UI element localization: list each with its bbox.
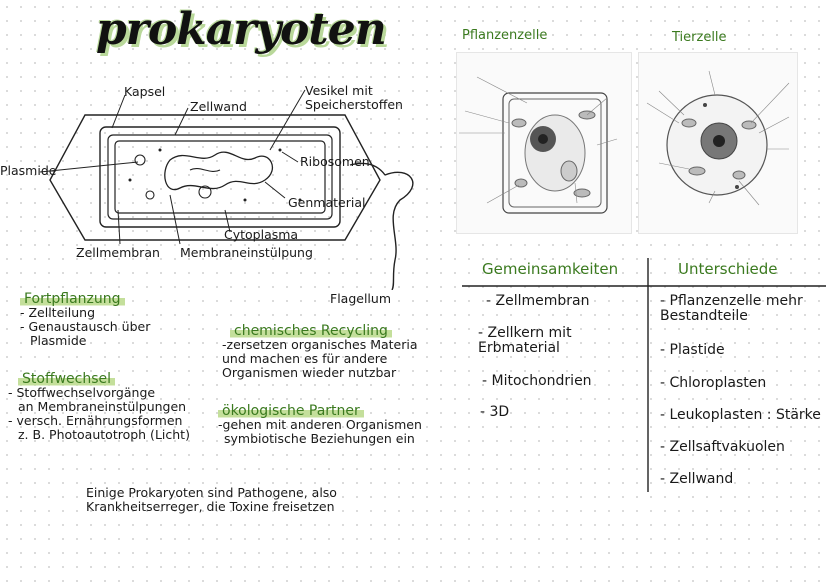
label-flagellum: Flagellum	[330, 291, 391, 306]
section-pathogen: Einige Prokaryoten sind Pathogene, also …	[86, 486, 337, 514]
header-unterschiede: Unterschiede	[678, 260, 778, 278]
animal-cell-title: Tierzelle	[672, 30, 727, 45]
note-line: symbiotische Beziehungen ein	[224, 431, 415, 446]
note-line: -zersetzen organisches Materia	[222, 337, 418, 352]
note-line: Plasmide	[30, 333, 87, 348]
difference-item: - Zellwand	[660, 471, 734, 487]
common-item: - Zellmembran	[486, 293, 590, 309]
label-zellmembran: Zellmembran	[76, 245, 160, 260]
cell-wall-shape	[99, 126, 341, 228]
note-line: -gehen mit anderen Organismen	[218, 417, 422, 432]
note-line: Einige Prokaryoten sind Pathogene, also	[86, 485, 337, 500]
capsule-shape	[49, 114, 381, 241]
note-line: Organismen wieder nutzbar	[222, 365, 397, 380]
difference-item: - Leukoplasten : Stärke	[660, 407, 821, 423]
animal-cell-image	[638, 52, 798, 234]
section-stoffwechsel: Stoffwechsel - Stoffwechselvorgänge an M…	[8, 371, 190, 442]
common-item: - Zellkern mit Erbmaterial	[478, 325, 572, 356]
header-gemeinsamkeiten: Gemeinsamkeiten	[482, 260, 619, 278]
label-kapsel: Kapsel	[124, 84, 166, 99]
label-zellwand: Zellwand	[190, 99, 247, 114]
note-line: - versch. Ernährungsformen	[8, 413, 183, 428]
difference-item: - Chloroplasten	[660, 375, 767, 391]
cell-membrane-shape	[114, 140, 326, 214]
genmaterial-shape	[164, 151, 274, 191]
plasmid-shape	[134, 154, 146, 166]
section-partner: ökologische Partner -gehen mit anderen O…	[218, 403, 422, 446]
difference-item: - Pflanzenzelle mehr Bestandteile	[660, 293, 803, 324]
note-line: - Genaustausch über	[20, 319, 151, 334]
plant-cell-image	[456, 52, 632, 234]
label-membraneinstuelpung: Membraneinstülpung	[180, 245, 313, 260]
difference-item: - Plastide	[660, 342, 725, 358]
heading-partner: ökologische Partner	[218, 403, 364, 419]
label-ribosomen: Ribosomen	[300, 154, 370, 169]
page-title: prokaryoten	[96, 4, 387, 55]
section-fortpflanzung: Fortpflanzung - Zellteilung - Genaustaus…	[20, 291, 151, 348]
note-line: - Zellteilung	[20, 305, 95, 320]
plant-cell-title: Pflanzenzelle	[462, 28, 548, 43]
heading-stoffwechsel: Stoffwechsel	[18, 371, 116, 387]
label-cytoplasma: Cytoplasma	[224, 227, 299, 242]
section-recycling: chemisches Recycling -zersetzen organisc…	[222, 323, 418, 380]
note-line: Krankheitserreger, die Toxine freisetzen	[86, 499, 335, 514]
label-genmaterial: Genmaterial	[288, 195, 366, 210]
prokaryote-diagram	[39, 89, 414, 290]
difference-item: - Zellsaftvakuolen	[660, 439, 785, 455]
note-line: z. B. Photoautotroph (Licht)	[18, 427, 190, 442]
note-line: an Membraneinstülpungen	[18, 399, 187, 414]
heading-fortpflanzung: Fortpflanzung	[20, 291, 125, 307]
label-vesikel: Vesikel mit Speicherstoffen	[305, 83, 403, 112]
note-line: - Stoffwechselvorgänge	[8, 385, 156, 400]
common-item: - 3D	[480, 404, 510, 420]
flagellum-shape	[384, 171, 414, 290]
note-line: und machen es für andere	[222, 351, 388, 366]
label-plasmide: Plasmide	[0, 163, 57, 178]
common-item: - Mitochondrien	[482, 373, 592, 389]
heading-recycling: chemisches Recycling	[230, 323, 392, 339]
comparison-table-lines	[462, 258, 826, 492]
